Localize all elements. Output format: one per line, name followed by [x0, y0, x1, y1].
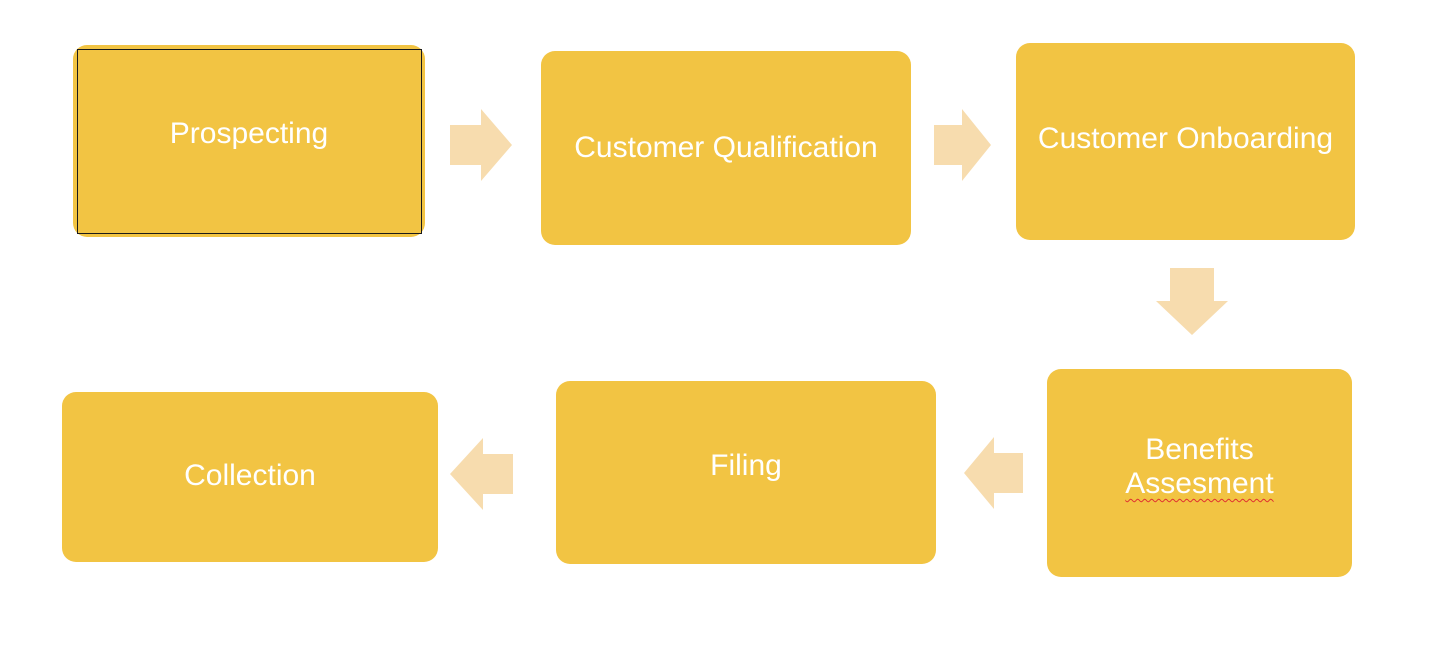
arrow-right-icon: [934, 109, 991, 181]
arrow-left-icon: [450, 438, 513, 510]
node-benefits-assessment[interactable]: Benefits Assesment: [1047, 369, 1352, 577]
node-label: Collection: [184, 458, 316, 492]
node-filing[interactable]: Filing: [556, 381, 936, 564]
arrow-left-icon: [964, 437, 1023, 509]
node-label: Customer Onboarding: [1037, 122, 1334, 156]
node-customer-qualification[interactable]: Customer Qualification: [541, 51, 911, 245]
arrow-down-icon: [1156, 268, 1228, 335]
node-label-line1: Benefits: [1145, 432, 1254, 466]
node-collection[interactable]: Collection: [62, 392, 438, 562]
node-label-line2: Assesment: [1125, 467, 1274, 500]
node-label: Filing: [710, 449, 782, 483]
arrow-right-icon: [450, 109, 512, 181]
node-label: Customer Qualification: [574, 130, 878, 164]
node-label: Prospecting: [169, 116, 329, 150]
node-prospecting[interactable]: Prospecting: [73, 45, 425, 237]
node-customer-onboarding[interactable]: Customer Onboarding: [1016, 43, 1355, 240]
